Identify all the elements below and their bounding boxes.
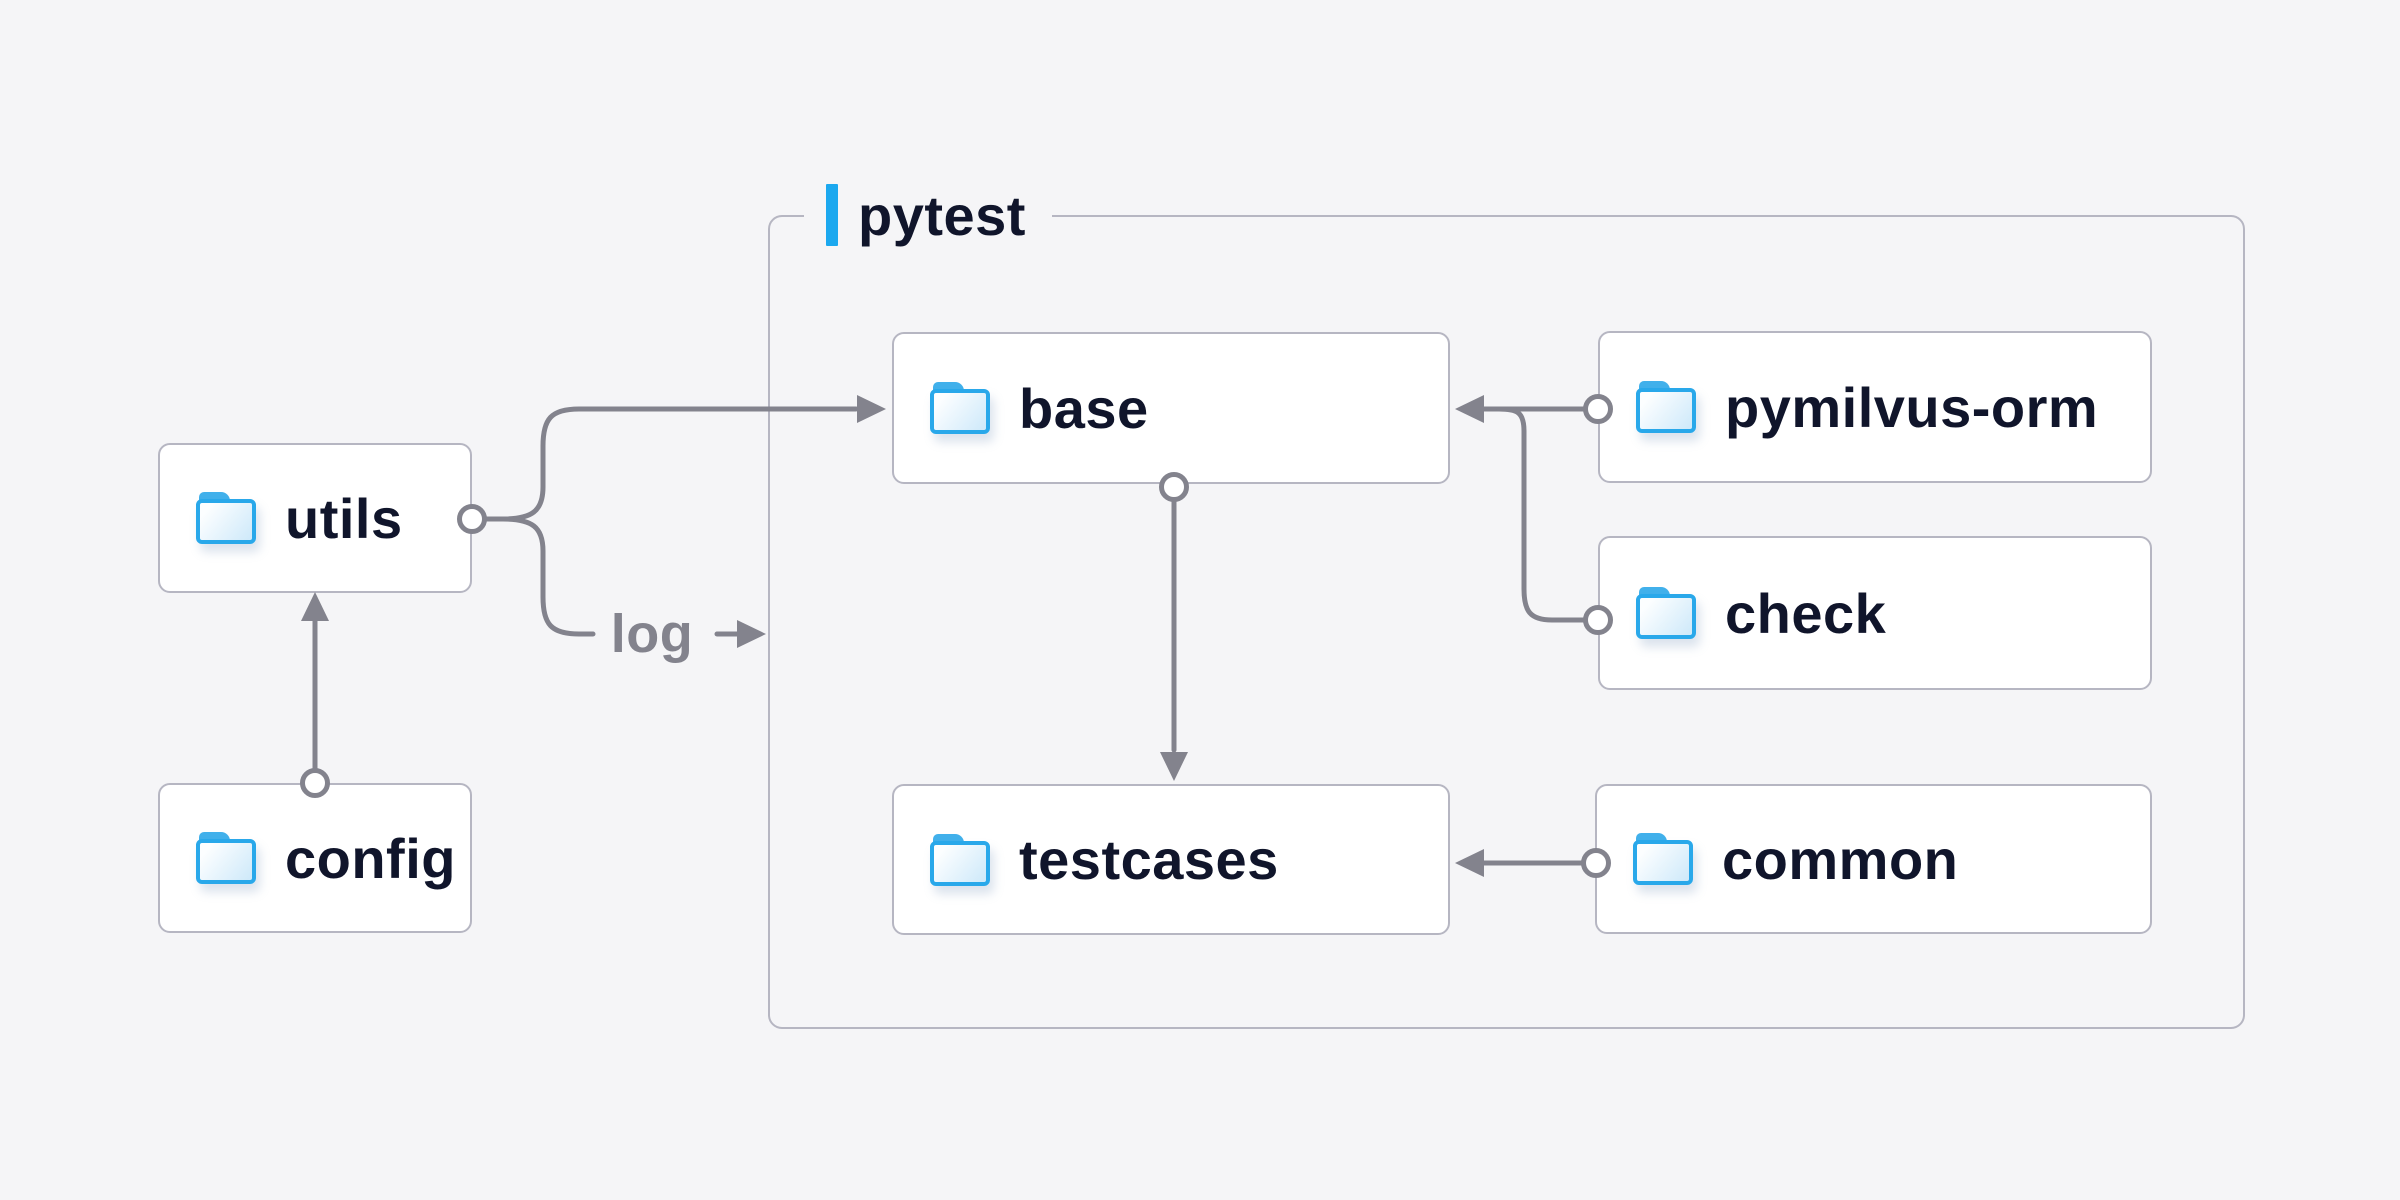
pytest-group-label: pytest — [804, 180, 1052, 250]
node-config: config — [158, 783, 472, 933]
node-label: check — [1725, 581, 1887, 645]
pytest-group-box — [768, 215, 2245, 1029]
edge-config-utils — [300, 592, 330, 798]
folder-icon — [1636, 381, 1698, 433]
node-check: check — [1598, 536, 2152, 690]
folder-icon — [1636, 587, 1698, 639]
node-label: pymilvus-orm — [1725, 375, 2099, 439]
node-label: common — [1722, 827, 1959, 891]
folder-icon — [1633, 833, 1695, 885]
node-base: base — [892, 332, 1450, 484]
accent-bar-icon — [826, 184, 838, 246]
folder-icon — [930, 833, 992, 886]
folder-icon — [930, 382, 992, 434]
node-label: config — [285, 826, 456, 890]
folder-icon — [196, 832, 258, 884]
group-label-text: pytest — [858, 183, 1026, 247]
node-pymilvus-orm: pymilvus-orm — [1598, 331, 2152, 483]
node-label: base — [1019, 376, 1149, 440]
edge-label-log: log — [610, 604, 694, 664]
folder-icon — [196, 492, 258, 544]
node-testcases: testcases — [892, 784, 1450, 935]
node-utils: utils — [158, 443, 472, 593]
node-label: utils — [285, 486, 403, 550]
node-label: testcases — [1019, 828, 1279, 891]
node-common: common — [1595, 784, 2152, 934]
